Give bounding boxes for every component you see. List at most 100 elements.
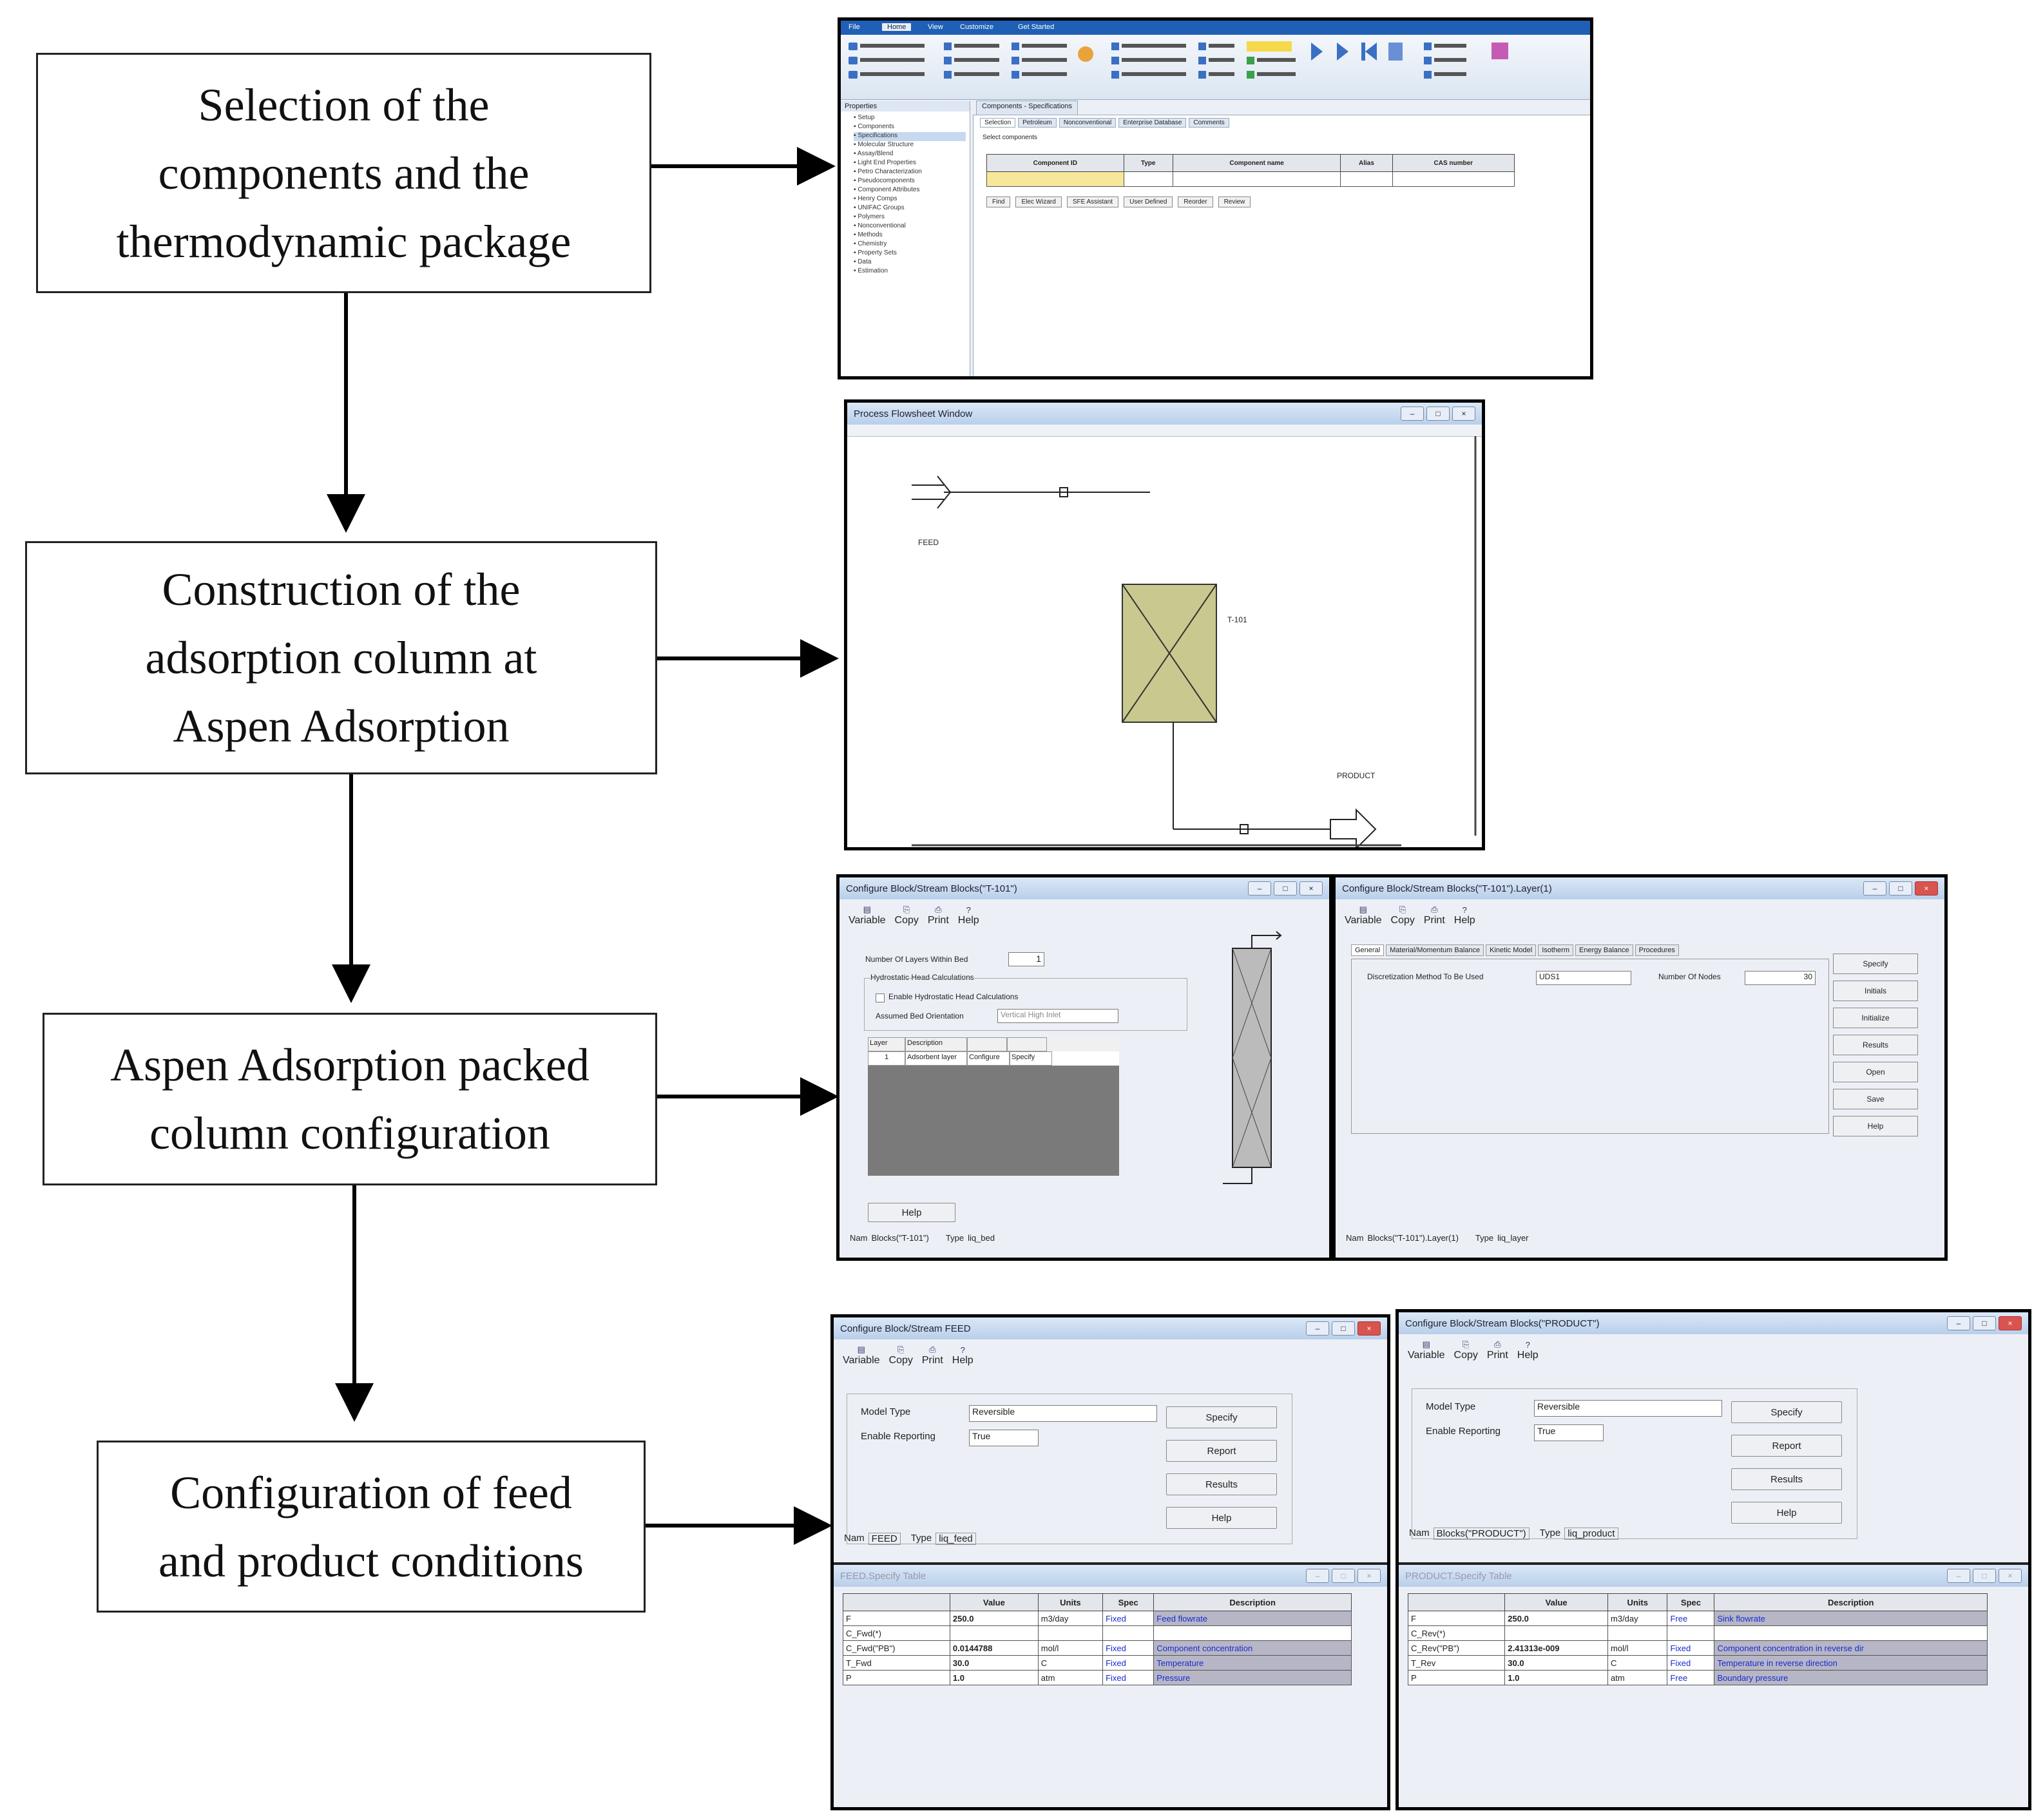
table-cell[interactable]: 1.0 — [1504, 1670, 1609, 1685]
copy-button[interactable]: ⎘Copy — [1453, 1339, 1478, 1361]
minimize-button[interactable]: – — [1306, 1321, 1329, 1336]
layer-grid[interactable]: Layer Description 1 Adsorbent layer Conf… — [868, 1037, 1119, 1176]
nodes-input[interactable]: 30 — [1745, 971, 1816, 985]
maximize-button[interactable]: □ — [1889, 881, 1912, 896]
table-cell[interactable]: Component concentration — [1153, 1640, 1352, 1656]
minimize-button[interactable]: – — [1863, 881, 1886, 896]
table-cell[interactable]: C — [1037, 1655, 1104, 1671]
table-cell[interactable]: Temperature in reverse direction — [1714, 1655, 1988, 1671]
ribbon-tab[interactable]: Get Started — [1018, 23, 1055, 31]
ribbon-tab[interactable]: Customize — [960, 23, 993, 31]
report-button[interactable]: Report — [1731, 1435, 1842, 1457]
side-button[interactable]: Save — [1833, 1089, 1918, 1109]
component-button[interactable]: Reorder — [1178, 196, 1213, 207]
nav-item[interactable]: ▪ Petro Characterization — [854, 168, 922, 175]
side-button[interactable]: Results — [1833, 1035, 1918, 1055]
print-button[interactable]: ⎙Print — [1423, 905, 1445, 926]
side-button[interactable]: Open — [1833, 1062, 1918, 1082]
nav-item[interactable]: ▪ Methods — [854, 231, 883, 238]
component-button[interactable]: Find — [986, 196, 1011, 207]
table-cell[interactable] — [1714, 1625, 1988, 1641]
table-cell[interactable]: Boundary pressure — [1714, 1670, 1988, 1685]
print-button[interactable]: ⎙Print — [921, 1345, 943, 1366]
configure-cell[interactable]: Configure — [967, 1051, 1010, 1066]
table-cell[interactable]: Pressure — [1153, 1670, 1352, 1685]
orient-select[interactable]: Vertical High Inlet — [997, 1009, 1118, 1023]
variable-button[interactable]: ▤Variable — [849, 905, 886, 926]
table-cell[interactable] — [1102, 1625, 1155, 1641]
nav-item[interactable]: ▪ Chemistry — [854, 240, 887, 247]
side-button[interactable]: Help — [1833, 1116, 1918, 1136]
table-cell[interactable]: 1.0 — [949, 1670, 1039, 1685]
layer-tab[interactable]: Procedures — [1635, 944, 1679, 956]
table-cell[interactable]: C — [1607, 1655, 1668, 1671]
ribbon-tab[interactable]: File — [849, 23, 860, 31]
table-cell[interactable]: Free — [1667, 1670, 1715, 1685]
nav-item[interactable]: ▪ Setup — [854, 114, 875, 121]
table-cell[interactable]: Temperature — [1153, 1655, 1352, 1671]
specify-button[interactable]: Specify — [1166, 1406, 1277, 1428]
component-button[interactable]: SFE Assistant — [1066, 196, 1119, 207]
table-cell[interactable]: 0.0144788 — [949, 1640, 1039, 1656]
specify-button[interactable]: Specify — [1731, 1401, 1842, 1423]
reporting-select[interactable]: True — [1534, 1424, 1604, 1441]
table-cell[interactable]: Free — [1667, 1611, 1715, 1626]
reporting-select[interactable]: True — [969, 1430, 1039, 1446]
help-button[interactable]: ?Help — [957, 905, 979, 926]
table-cell[interactable]: 30.0 — [949, 1655, 1039, 1671]
table-cell[interactable] — [1504, 1625, 1609, 1641]
nav-item[interactable]: ▪ Assay/Blend — [854, 150, 894, 157]
table-cell[interactable]: atm — [1607, 1670, 1668, 1685]
side-button[interactable]: Initialize — [1833, 1008, 1918, 1028]
maximize-button[interactable]: □ — [1332, 1321, 1355, 1336]
table-cell[interactable] — [1153, 1625, 1352, 1641]
minimize-button[interactable]: – — [1947, 1316, 1970, 1330]
maximize-button[interactable]: □ — [1332, 1569, 1355, 1583]
table-cell[interactable]: 250.0 — [1504, 1611, 1609, 1626]
help-button[interactable]: ?Help — [1453, 905, 1475, 926]
nav-item[interactable]: ▪ Molecular Structure — [854, 141, 914, 148]
maximize-button[interactable]: □ — [1426, 407, 1450, 421]
layer-tab[interactable]: Kinetic Model — [1486, 944, 1537, 956]
layer-grid-row[interactable]: 1 Adsorbent layer Configure Specify — [868, 1051, 1119, 1066]
variable-button[interactable]: ▤Variable — [1408, 1339, 1445, 1361]
table-cell[interactable]: Fixed — [1102, 1640, 1155, 1656]
table-cell[interactable]: mol/l — [1037, 1640, 1104, 1656]
copy-button[interactable]: ⎘Copy — [1390, 905, 1415, 926]
ribbon-tab[interactable]: Home — [882, 23, 912, 31]
nav-item[interactable]: ▪ Estimation — [854, 267, 888, 274]
close-button[interactable]: × — [1915, 881, 1938, 896]
nav-item[interactable]: ▪ Data — [854, 258, 872, 265]
table-cell[interactable]: mol/l — [1607, 1640, 1668, 1656]
layer-tab[interactable]: Isotherm — [1538, 944, 1573, 956]
table-cell[interactable]: Feed flowrate — [1153, 1611, 1352, 1626]
close-button[interactable]: × — [1999, 1569, 2022, 1583]
table-cell[interactable]: Component concentration in reverse dir — [1714, 1640, 1988, 1656]
subtab[interactable]: Selection — [980, 118, 1016, 128]
results-button[interactable]: Results — [1166, 1473, 1277, 1495]
table-cell[interactable]: Fixed — [1102, 1655, 1155, 1671]
help-button[interactable]: Help — [868, 1203, 955, 1222]
nav-item[interactable]: ▪ UNIFAC Groups — [854, 204, 905, 211]
component-button[interactable]: Review — [1218, 196, 1251, 207]
nav-item[interactable]: ▪ Polymers — [854, 213, 885, 220]
table-cell[interactable]: Fixed — [1667, 1655, 1715, 1671]
subtab[interactable]: Enterprise Database — [1118, 118, 1187, 128]
help-button[interactable]: ?Help — [1517, 1340, 1539, 1361]
minimize-button[interactable]: – — [1306, 1569, 1329, 1583]
print-button[interactable]: ⎙Print — [927, 905, 949, 926]
print-button[interactable]: ⎙Print — [1486, 1339, 1508, 1361]
subtab[interactable]: Nonconventional — [1059, 118, 1117, 128]
close-button[interactable]: × — [1357, 1321, 1381, 1336]
layers-input[interactable]: 1 — [1008, 952, 1044, 966]
table-cell[interactable]: Fixed — [1102, 1670, 1155, 1685]
close-button[interactable]: × — [1452, 407, 1475, 421]
table-cell[interactable]: 2.41313e-009 — [1504, 1640, 1609, 1656]
